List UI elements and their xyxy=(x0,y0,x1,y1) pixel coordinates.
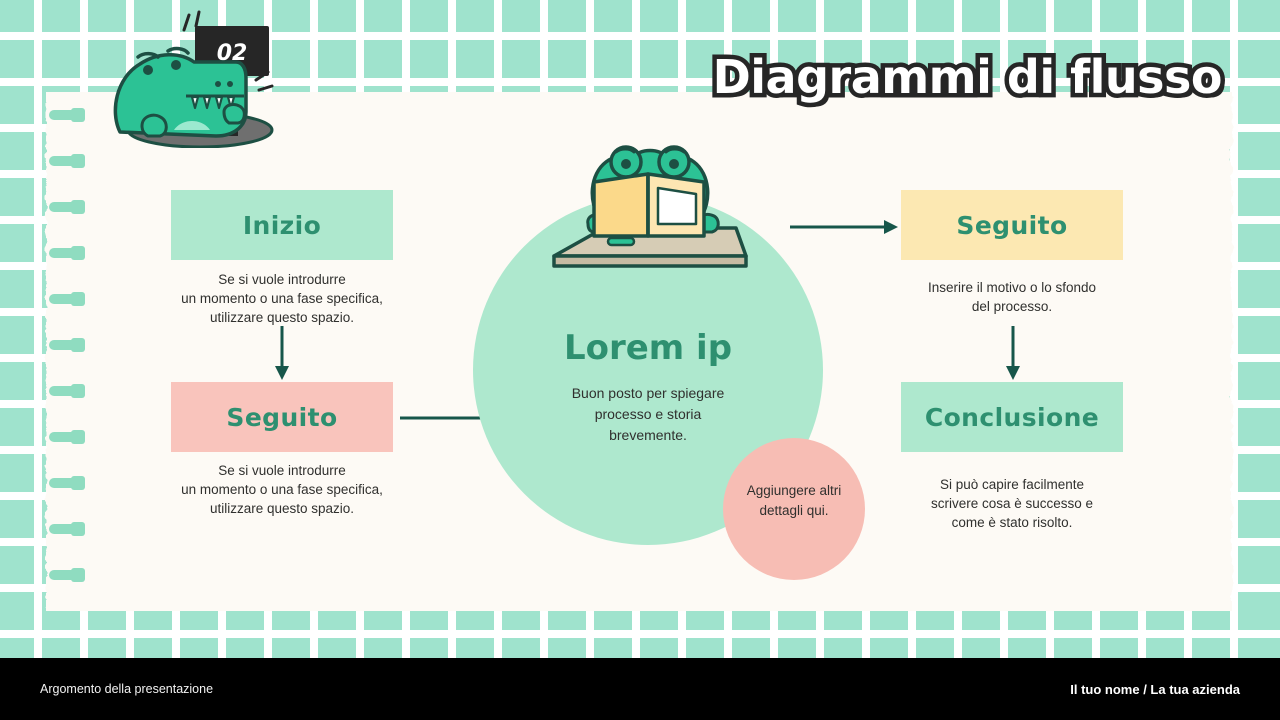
crocodile-mascot-icon: 02 xyxy=(96,8,296,148)
frog-reading-book-icon xyxy=(548,140,752,290)
binding-ring xyxy=(49,338,85,352)
center-title: Lorem ip xyxy=(563,328,733,368)
binding-ring xyxy=(49,476,85,490)
binding-ring xyxy=(49,522,85,536)
flow-box-seguito-right[interactable]: Seguito xyxy=(901,190,1123,260)
footer-author: Il tuo nome / La tua azienda xyxy=(1070,681,1240,697)
binding-ring xyxy=(49,430,85,444)
spiral-binding xyxy=(46,100,92,605)
flow-box-seguito-left-label: Seguito xyxy=(226,402,338,432)
binding-ring xyxy=(49,108,85,122)
flow-box-conclusione[interactable]: Conclusione xyxy=(901,382,1123,452)
detail-circle[interactable] xyxy=(723,438,865,580)
binding-ring xyxy=(49,568,85,582)
flow-box-seguito-left[interactable]: Seguito xyxy=(171,382,393,452)
paper-edge-bottom xyxy=(46,601,1232,611)
flow-box-inizio[interactable]: Inizio xyxy=(171,190,393,260)
flow-box-inizio-label: Inizio xyxy=(242,210,322,240)
binding-ring xyxy=(49,246,85,260)
footer-topic: Argomento della presentazione xyxy=(40,682,214,696)
arrow-down-seguito-to-conclusione-icon xyxy=(1006,326,1020,380)
binding-ring xyxy=(49,200,85,214)
footer-bar: Argomento della presentazione Il tuo nom… xyxy=(0,658,1280,720)
binding-ring xyxy=(49,384,85,398)
flow-box-seguito-right-label: Seguito xyxy=(956,210,1068,240)
arrow-down-inizio-to-seguito-icon xyxy=(275,326,289,380)
binding-ring xyxy=(49,154,85,168)
arrow-right-center-to-seguito-icon xyxy=(790,220,898,234)
binding-ring xyxy=(49,292,85,306)
flow-box-conclusione-label: Conclusione xyxy=(924,402,1100,432)
page-title: Diagrammi di flusso xyxy=(708,46,1227,109)
